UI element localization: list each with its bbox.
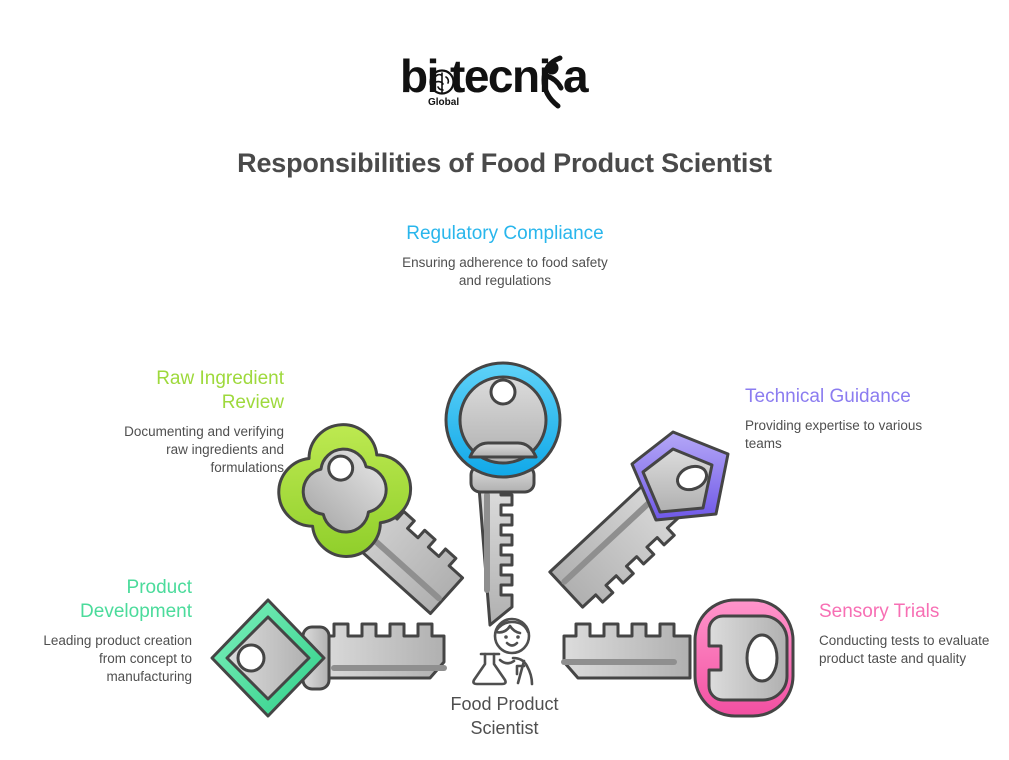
- responsibility-heading: Raw Ingredient Review: [156, 368, 284, 413]
- brain-icon: [428, 69, 455, 95]
- responsibility-technical-guidance: Technical Guidance Providing expertise t…: [745, 385, 935, 453]
- svg-text:tecni: tecni: [450, 50, 550, 102]
- svg-text:a: a: [563, 50, 589, 102]
- key-regulatory-compliance: [444, 361, 562, 627]
- responsibility-description: Conducting tests to evaluate product tas…: [819, 633, 990, 666]
- scientist-with-flask-icon: [471, 617, 533, 686]
- center-label: Food Product Scientist: [402, 692, 607, 740]
- responsibility-description: Providing expertise to various teams: [745, 418, 923, 451]
- responsibility-heading: Technical Guidance: [745, 386, 911, 407]
- center-label-line2: Scientist: [470, 718, 539, 738]
- page-title: Responsibilities of Food Product Scienti…: [237, 148, 772, 178]
- responsibility-description: Leading product creation from concept to…: [43, 633, 192, 684]
- key-raw-ingredient-review: [277, 423, 465, 616]
- key-technical-guidance: [548, 430, 730, 609]
- responsibility-raw-ingredient-review: Raw Ingredient Review Documenting and ve…: [104, 367, 284, 477]
- responsibility-heading: Sensory Trials: [819, 601, 940, 622]
- responsibility-description: Documenting and verifying raw ingredient…: [124, 424, 284, 475]
- brand-logo: bi tecni a Global: [0, 44, 1009, 112]
- responsibility-description: Ensuring adherence to food safety and re…: [402, 255, 608, 288]
- center-label-line1: Food Product: [450, 694, 559, 714]
- runner-figure-icon: [540, 55, 563, 109]
- responsibility-regulatory-compliance: Regulatory Compliance Ensuring adherence…: [392, 222, 618, 290]
- center-node: Food Product Scientist: [402, 616, 607, 740]
- responsibility-product-development: Product Development Leading product crea…: [22, 576, 192, 686]
- responsibility-sensory-trials: Sensory Trials Conducting tests to evalu…: [819, 600, 999, 668]
- responsibility-heading: Regulatory Compliance: [406, 223, 604, 244]
- logo-subtext: Global: [428, 97, 459, 108]
- responsibility-heading: Product Development: [80, 577, 192, 622]
